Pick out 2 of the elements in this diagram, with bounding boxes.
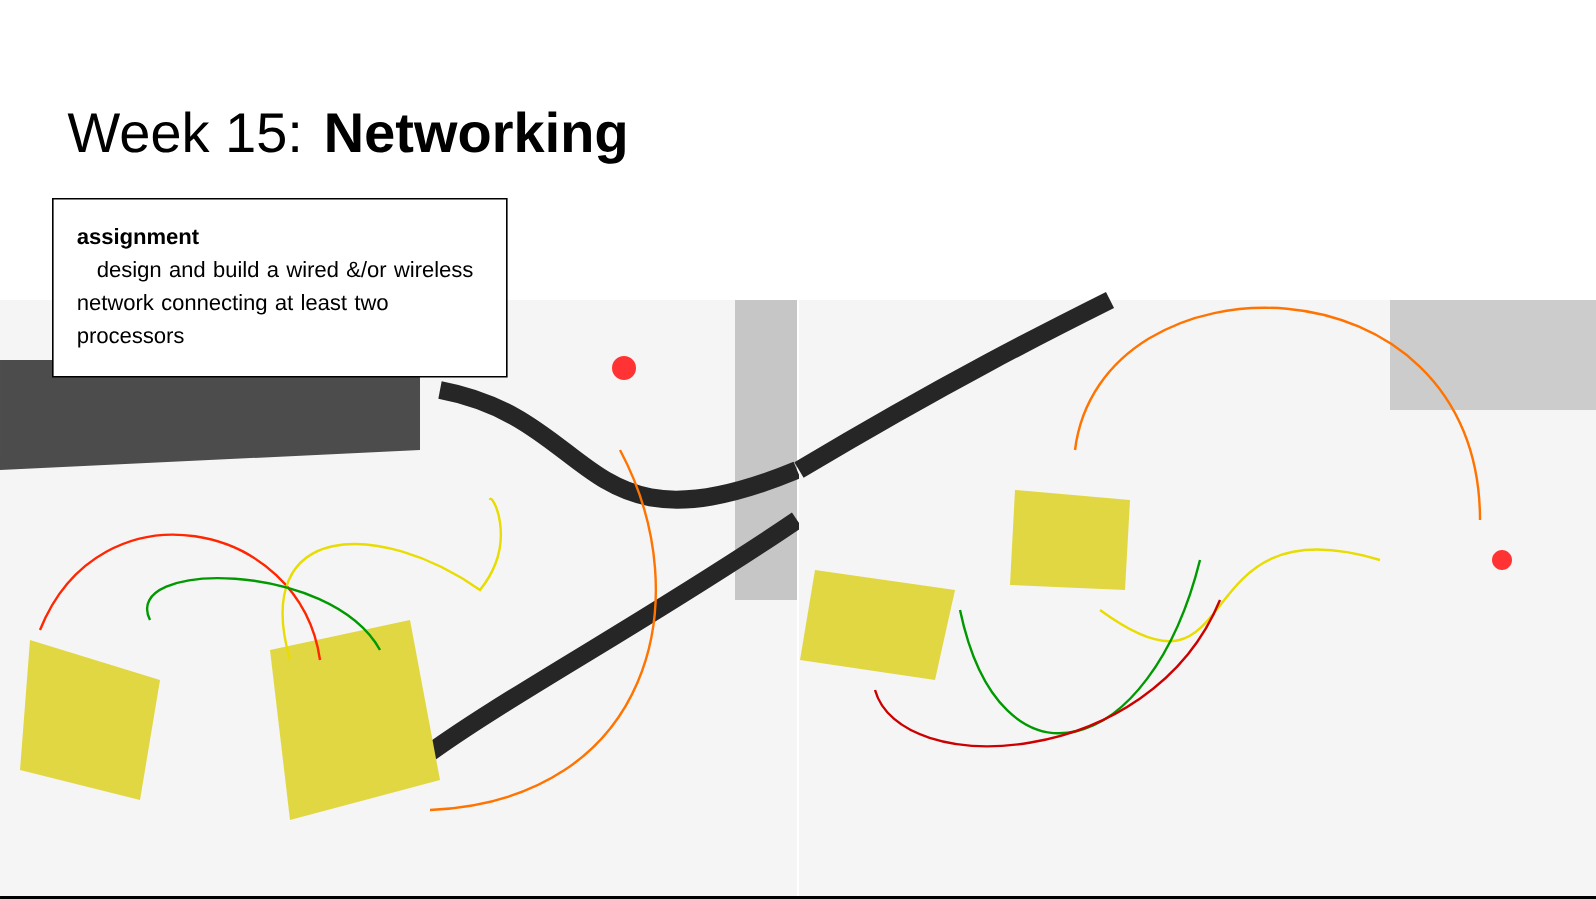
slide-title: Week 15: Networking (67, 111, 625, 164)
assignment-box: assignment design and build a wired &/or wireless network connecting at least two processors (52, 198, 508, 378)
